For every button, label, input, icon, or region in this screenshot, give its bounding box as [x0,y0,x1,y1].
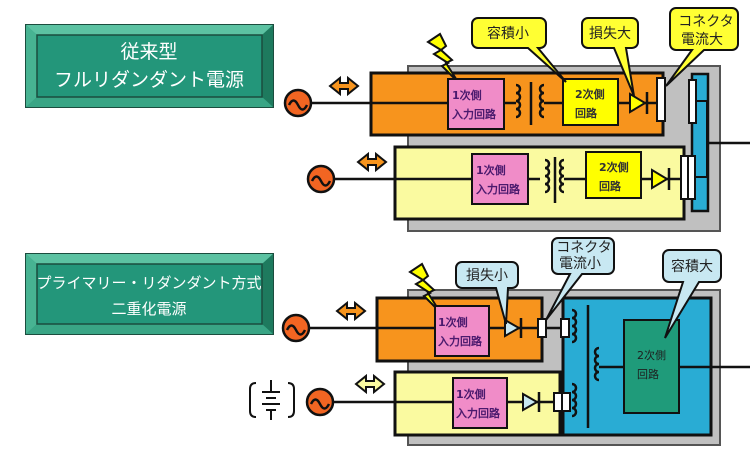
callout-loss-large: 損失大 [581,17,639,97]
secondary-label-1: 2次側 [637,348,666,362]
primary-input-label-1: 1次側 [438,315,468,329]
lightning-icon [426,32,459,83]
callout-connector-small-line2: 電流小 [559,256,601,272]
connector-icon [560,318,570,338]
connector-icon [561,392,571,412]
secondary-label-2: 回路 [599,179,622,193]
callout-connector-current-small: コネクタ 電流小 [545,237,615,321]
secondary-label-2: 回路 [637,368,659,381]
connector-icon [680,155,689,200]
primary-input-label-1: 1次側 [456,387,486,401]
callout-capacity-large: 容積大 [662,249,722,339]
callout-connector-large-line2: 電流大 [681,32,723,48]
ac-source-icon [283,88,313,118]
callout-capacity-small: 容積小 [471,17,567,83]
ac-source-icon [305,387,335,417]
secondary-label-1: 2次側 [599,160,629,174]
secondary-block-shared: 2次側 回路 [623,319,680,414]
primary-input-label-2: 入力回路 [476,182,521,196]
primary-input-label-1: 1次側 [452,88,482,102]
bidirectional-arrow-icon [354,373,386,395]
diode-icon [504,318,523,338]
callout-connector-small-line1: コネクタ [556,240,611,256]
secondary-block: 2次側 回路 [562,78,619,126]
connector-icon [687,155,696,200]
secondary-label-1: 2次側 [575,87,605,101]
title-conventional-line1: 従来型 [120,41,177,63]
diode-icon [522,392,541,412]
callout-capacity-small-text: 容積小 [487,25,529,42]
primary-input-label-1: 1次側 [476,163,506,177]
diode-icon [651,168,671,190]
title-conventional-line2: フルリダンダント電源 [54,69,244,91]
title-primary-line1: プライマリー・リダンダント方式 [36,274,261,292]
primary-input-block: 1次側 入力回路 [434,305,490,357]
transformer-icon [528,157,586,203]
primary-input-block: 1次側 入力回路 [447,78,505,130]
primary-input-block: 1次側 入力回路 [452,377,508,429]
transformer-icon [571,305,624,428]
secondary-label-2: 回路 [575,106,598,120]
callout-capacity-large-text: 容積大 [671,258,713,275]
connector-icon [656,77,666,122]
primary-input-label-2: 入力回路 [452,107,497,121]
callout-connector-large-line1: コネクタ [678,14,733,30]
bidirectional-arrow-icon [335,300,367,322]
bidirectional-arrow-icon [328,75,360,97]
connector-icon [553,392,563,412]
connector-icon [688,79,697,124]
transformer-icon [504,82,564,125]
primary-input-label-2: 入力回路 [438,334,483,348]
callout-connector-current-large: コネクタ 電流大 [665,7,739,87]
ac-source-icon [281,313,311,343]
title-conventional: 従来型 フルリダンダント電源 [25,24,274,108]
lightning-icon [408,262,441,313]
battery-icon [249,380,295,420]
callout-loss-small: 損失小 [455,261,519,325]
diode-icon [629,92,649,114]
title-primary-line2: 二重化電源 [111,300,186,318]
bidirectional-arrow-icon [356,151,388,173]
connector-icon [537,318,547,338]
primary-input-block: 1次側 入力回路 [471,153,529,205]
title-primary-redundant: プライマリー・リダンダント方式 二重化電源 [25,253,274,335]
primary-input-label-2: 入力回路 [456,406,501,420]
callout-loss-large-text: 損失大 [589,26,631,42]
secondary-block: 2次側 回路 [585,151,642,199]
ac-source-icon [306,164,336,194]
callout-loss-small-text: 損失小 [466,268,508,284]
